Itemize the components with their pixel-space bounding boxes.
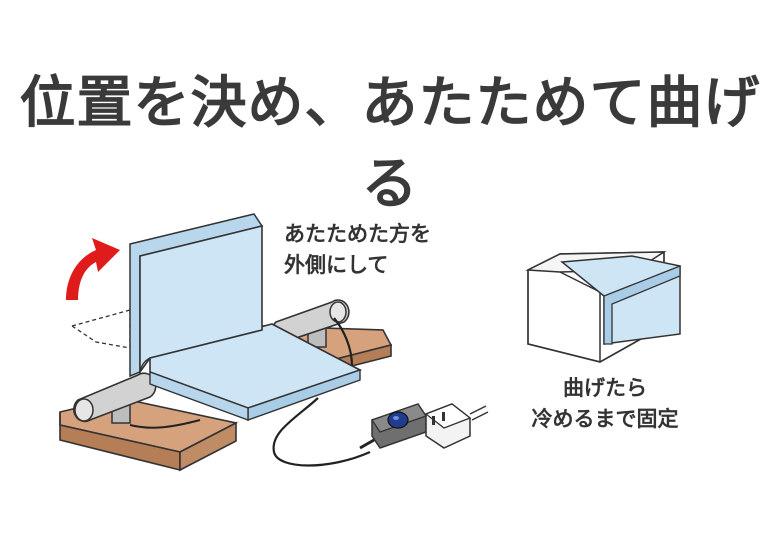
page-title: 位置を決め、あたためて曲げる xyxy=(19,71,761,217)
cool-fix-caption-line-1: 曲げたら xyxy=(563,376,647,400)
heat-side-caption-line-2: 外側にして xyxy=(284,253,389,277)
original-position-outline xyxy=(71,309,131,349)
heater-cord xyxy=(272,397,371,467)
acrylic-sheet xyxy=(129,213,363,422)
heater-rod-back xyxy=(271,299,354,367)
power-switch-icon xyxy=(359,403,428,450)
bending-station xyxy=(59,213,489,472)
bend-arrow-icon xyxy=(66,238,120,300)
cool-fix-caption: 曲げたら 冷めるまで固定 xyxy=(505,373,705,435)
heat-side-caption: あたためた方を 外側にして xyxy=(284,219,431,281)
cooling-fixture xyxy=(525,251,681,363)
heat-side-caption-line-1: あたためた方を xyxy=(284,222,431,246)
cool-fix-caption-line-2: 冷めるまで固定 xyxy=(531,407,679,431)
power-plug-icon xyxy=(424,403,489,449)
heater-rod-front xyxy=(73,372,201,429)
